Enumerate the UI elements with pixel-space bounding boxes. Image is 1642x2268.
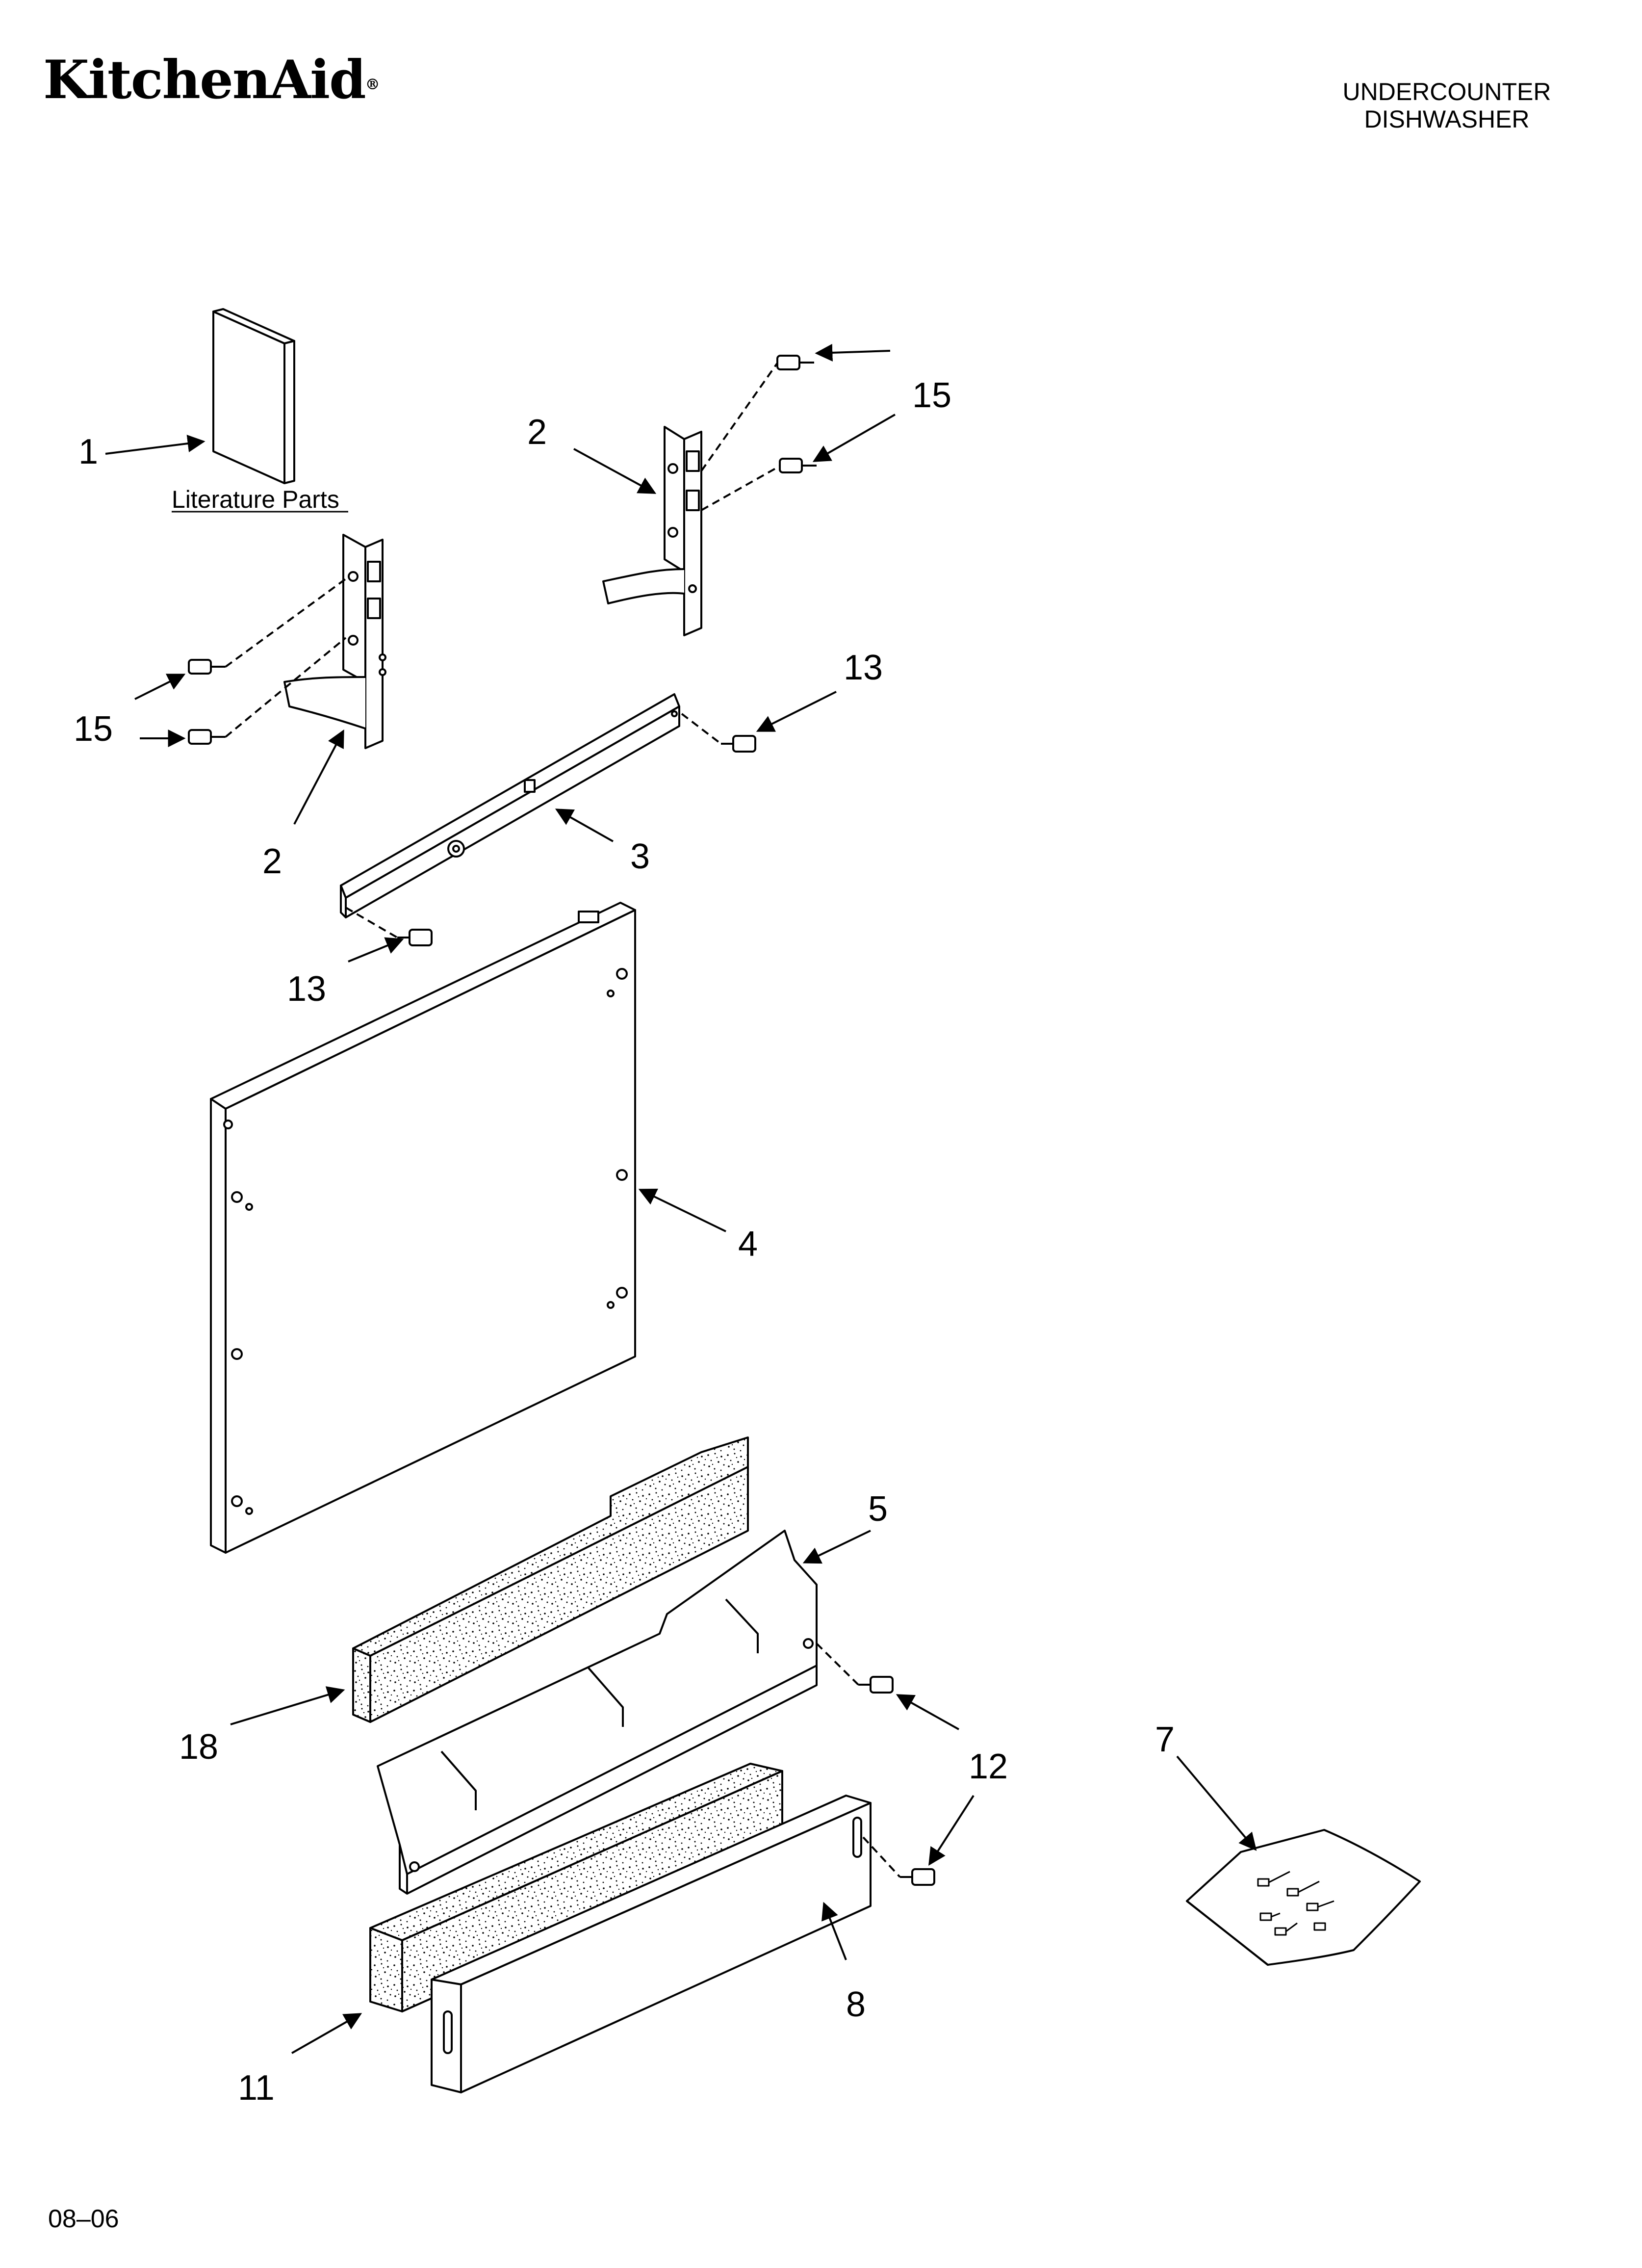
screw-13-lower — [397, 929, 433, 946]
callout-5: 5 — [868, 1489, 888, 1529]
screw-15-upper-b — [779, 458, 817, 473]
hinge-bracket-right — [602, 426, 702, 636]
leader-arrows — [105, 343, 1257, 2054]
callout-8: 8 — [846, 1985, 866, 2024]
callout-4: 4 — [738, 1225, 758, 1264]
brand-name: KitchenAid — [43, 49, 366, 111]
top-brace — [340, 693, 680, 918]
product-title-line2: DISHWASHER — [1364, 105, 1530, 133]
toe-panel — [431, 1795, 872, 2093]
toe-panel-bracket — [377, 1530, 818, 1895]
screw-12-upper — [858, 1676, 894, 1694]
screw-15-upper-a — [776, 355, 814, 370]
callout-15-lower: 15 — [74, 709, 113, 749]
screw-13-upper — [721, 735, 756, 753]
product-title-line1: UNDERCOUNTER — [1342, 78, 1551, 105]
upper-insulation-foam — [352, 1436, 749, 1723]
door-panel — [210, 902, 636, 1554]
callout-2-lower: 2 — [262, 842, 282, 881]
callout-2-upper: 2 — [527, 413, 547, 452]
callout-13-lower: 13 — [287, 969, 326, 1009]
hinge-bracket-left — [283, 534, 386, 749]
callout-15-upper: 15 — [912, 376, 951, 415]
callout-11: 11 — [238, 2068, 275, 2108]
screw-15-lower-b — [188, 729, 226, 745]
callout-7: 7 — [1155, 1720, 1175, 1759]
screw-12-lower — [900, 1868, 935, 1886]
bag-screws — [1257, 1871, 1334, 1936]
callout-3: 3 — [630, 837, 650, 876]
callout-18: 18 — [179, 1727, 218, 1767]
fastener-paths — [225, 362, 901, 1878]
callout-13-upper: 13 — [844, 648, 883, 687]
registered-mark: ® — [365, 76, 380, 93]
literature-parts-label: Literature Parts — [172, 486, 339, 513]
parts-bag — [1186, 1829, 1421, 1966]
screw-15-lower-a — [188, 659, 226, 675]
callout-1: 1 — [78, 432, 98, 471]
brand-logo: KitchenAid® — [43, 49, 380, 111]
callout-12: 12 — [969, 1747, 1008, 1786]
literature-booklet — [212, 308, 295, 484]
date-code: 08–06 — [48, 2205, 119, 2233]
